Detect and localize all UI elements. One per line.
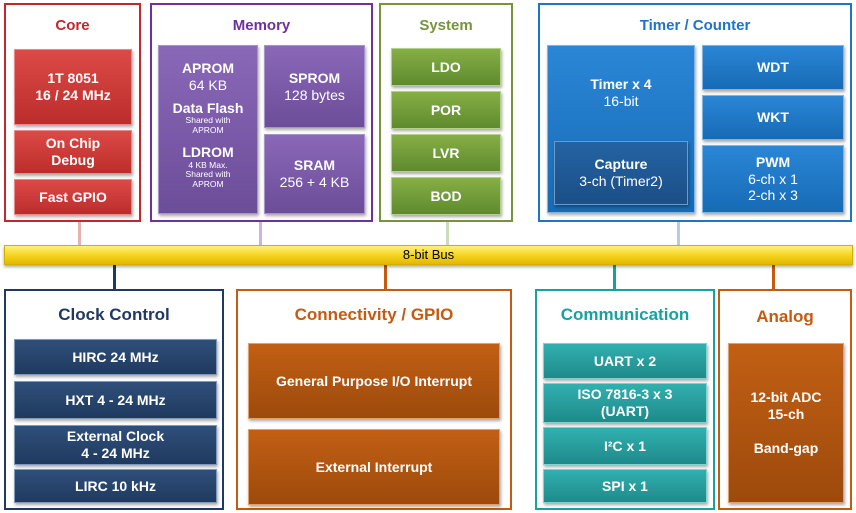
wdt-block: WDT	[702, 45, 844, 90]
system-title: System	[419, 17, 473, 34]
timer-counter-panel: Timer / Counter Timer x 4 16-bit Capture…	[538, 3, 852, 222]
on-chip-debug-block: On Chip Debug	[14, 130, 132, 174]
adc-block: 12-bit ADC 15-ch Band-gap	[728, 343, 844, 503]
timer-bus-connector	[677, 222, 680, 246]
wkt-block: WKT	[702, 95, 844, 140]
memory-bus-connector	[259, 222, 262, 246]
spi-block: SPI x 1	[543, 469, 707, 503]
sram-block: SRAM 256 + 4 KB	[264, 134, 365, 214]
system-bus-connector	[446, 222, 449, 246]
communication-title: Communication	[560, 305, 690, 324]
cpu-block: 1T 8051 16 / 24 MHz	[14, 49, 132, 125]
hxt-block: HXT 4 - 24 MHz	[14, 381, 217, 419]
por-block: POR	[391, 91, 501, 129]
core-title: Core	[55, 17, 90, 34]
system-panel: System LDO POR LVR BOD	[379, 3, 513, 222]
analog-panel: Analog 12-bit ADC 15-ch Band-gap	[718, 289, 852, 510]
core-panel: Core 1T 8051 16 / 24 MHz On Chip Debug F…	[4, 3, 141, 222]
timer-counter-title: Timer / Counter	[639, 17, 751, 34]
aprom-block: APROM 64 KB Data Flash Shared with APROM…	[158, 45, 258, 214]
core-bus-connector	[78, 222, 81, 246]
connectivity-gpio-title: Connectivity / GPIO	[294, 305, 454, 324]
sprom-block: SPROM 128 bytes	[264, 45, 365, 128]
iso7816-block: ISO 7816-3 x 3 (UART)	[543, 383, 707, 423]
clock-control-panel: Clock Control HIRC 24 MHz HXT 4 - 24 MHz…	[4, 289, 224, 510]
memory-title: Memory	[232, 17, 291, 34]
pwm-block: PWM 6-ch x 1 2-ch x 3	[702, 145, 844, 213]
external-interrupt-block: External Interrupt	[248, 429, 500, 505]
fast-gpio-block: Fast GPIO	[14, 179, 132, 215]
clock-control-title: Clock Control	[58, 305, 170, 324]
clock-bus-connector	[113, 264, 116, 290]
gpio-interrupt-block: General Purpose I/O Interrupt	[248, 343, 500, 419]
memory-panel: Memory APROM 64 KB Data Flash Shared wit…	[150, 3, 373, 222]
connectivity-bus-connector	[384, 264, 387, 290]
capture-block: Capture 3-ch (Timer2)	[554, 141, 688, 205]
lvr-block: LVR	[391, 134, 501, 172]
lirc-block: LIRC 10 kHz	[14, 469, 217, 503]
uart-block: UART x 2	[543, 343, 707, 379]
analog-title: Analog	[756, 307, 814, 326]
analog-bus-connector	[772, 264, 775, 290]
i2c-block: I²C x 1	[543, 427, 707, 465]
communication-bus-connector	[613, 264, 616, 290]
bod-block: BOD	[391, 177, 501, 215]
eight-bit-bus: 8-bit Bus	[4, 245, 853, 265]
communication-panel: Communication UART x 2 ISO 7816-3 x 3 (U…	[535, 289, 715, 510]
ldo-block: LDO	[391, 48, 501, 86]
connectivity-gpio-panel: Connectivity / GPIO General Purpose I/O …	[236, 289, 512, 510]
hirc-block: HIRC 24 MHz	[14, 339, 217, 375]
external-clock-block: External Clock 4 - 24 MHz	[14, 425, 217, 465]
